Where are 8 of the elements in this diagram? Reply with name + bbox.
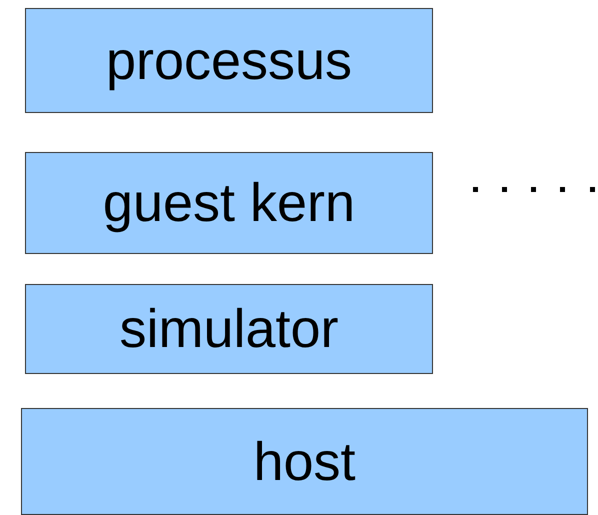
box-label: simulator (119, 298, 339, 360)
process-box (25, 152, 433, 254)
process-box (21, 408, 588, 515)
box-label: guest kern (102, 172, 356, 234)
process-box (25, 284, 433, 374)
box-label: host (253, 430, 356, 492)
box-label: processus (106, 30, 352, 92)
process-box (25, 8, 433, 113)
